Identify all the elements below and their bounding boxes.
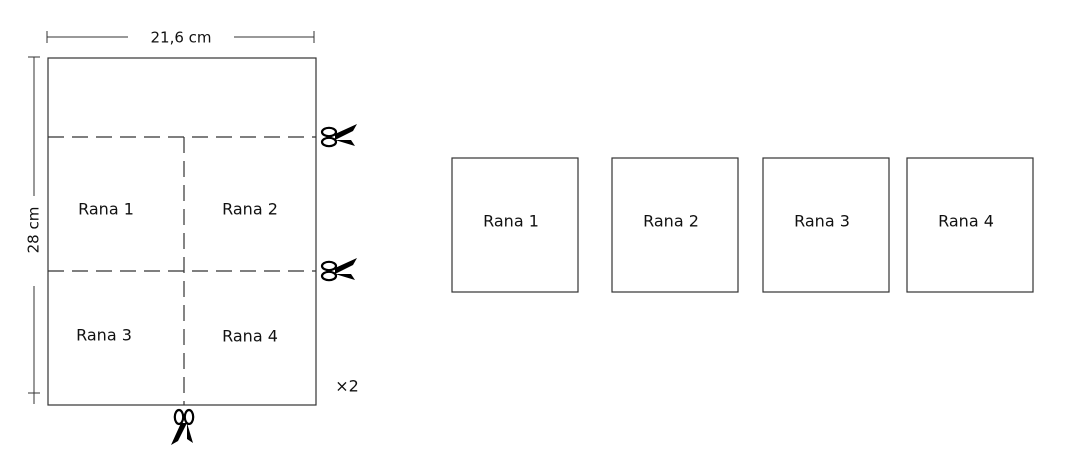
- quadrant-label-1: Rana 1: [78, 200, 134, 219]
- cut-lines: [48, 136, 316, 405]
- square-rana-3: [762, 157, 890, 293]
- paper-sheet: [47, 57, 317, 406]
- scissors-icon: [320, 122, 359, 148]
- square-rana-2: [611, 157, 739, 293]
- square-rana-4: [906, 157, 1034, 293]
- quadrant-label-3: Rana 3: [76, 326, 132, 345]
- quadrant-label-4: Rana 4: [222, 327, 278, 346]
- square-label-2: Rana 2: [643, 212, 699, 231]
- height-dimension: 28 cm: [25, 56, 43, 404]
- result-squares: Rana 1 Rana 2 Rana 3 Rana 4: [451, 157, 1034, 293]
- quadrant-label-2: Rana 2: [222, 200, 278, 219]
- multiplier-label: ×2: [335, 377, 359, 396]
- scissors-icon: [169, 408, 195, 447]
- square-label-4: Rana 4: [938, 212, 994, 231]
- width-label: 21,6 cm: [150, 29, 211, 47]
- square-label-3: Rana 3: [794, 212, 850, 231]
- height-label: 28 cm: [25, 207, 43, 254]
- scissors-icon: [320, 256, 359, 282]
- square-label-1: Rana 1: [483, 212, 539, 231]
- width-dimension: 21,6 cm: [46, 29, 315, 47]
- square-rana-1: [451, 157, 579, 293]
